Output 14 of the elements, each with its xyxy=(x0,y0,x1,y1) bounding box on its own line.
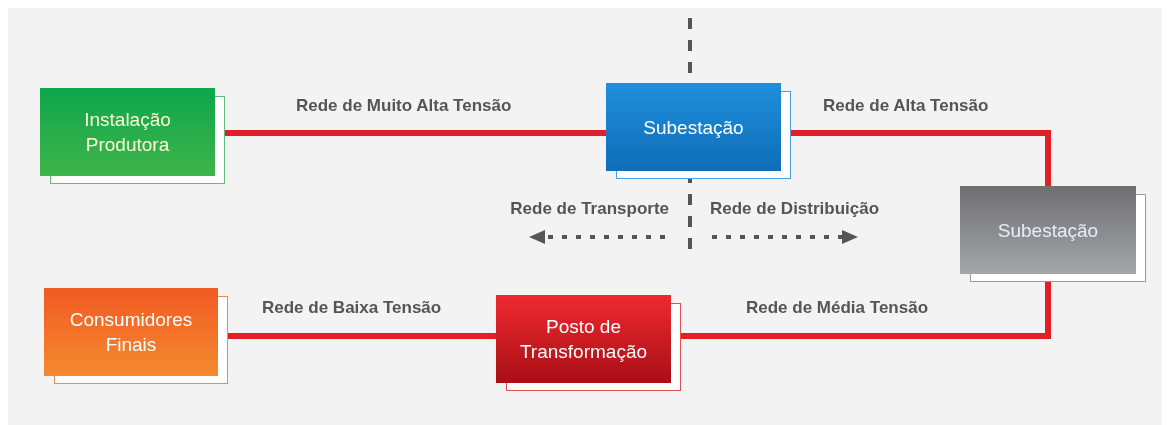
box-label: Consumidores Finais xyxy=(68,308,194,357)
process-box xyxy=(44,288,228,384)
process-box xyxy=(960,186,1146,282)
box-label: Posto de Transformação xyxy=(518,315,649,364)
power-line xyxy=(228,333,496,339)
process-box xyxy=(496,295,681,391)
box-label: Instalação Produtora xyxy=(83,108,172,157)
box-label: Subestação xyxy=(643,115,744,140)
power-line xyxy=(681,282,1051,339)
box-label: Subestação xyxy=(997,218,1099,243)
power-line xyxy=(225,130,606,136)
process-box xyxy=(606,83,791,179)
process-box xyxy=(40,88,225,184)
power-line xyxy=(791,130,1051,186)
